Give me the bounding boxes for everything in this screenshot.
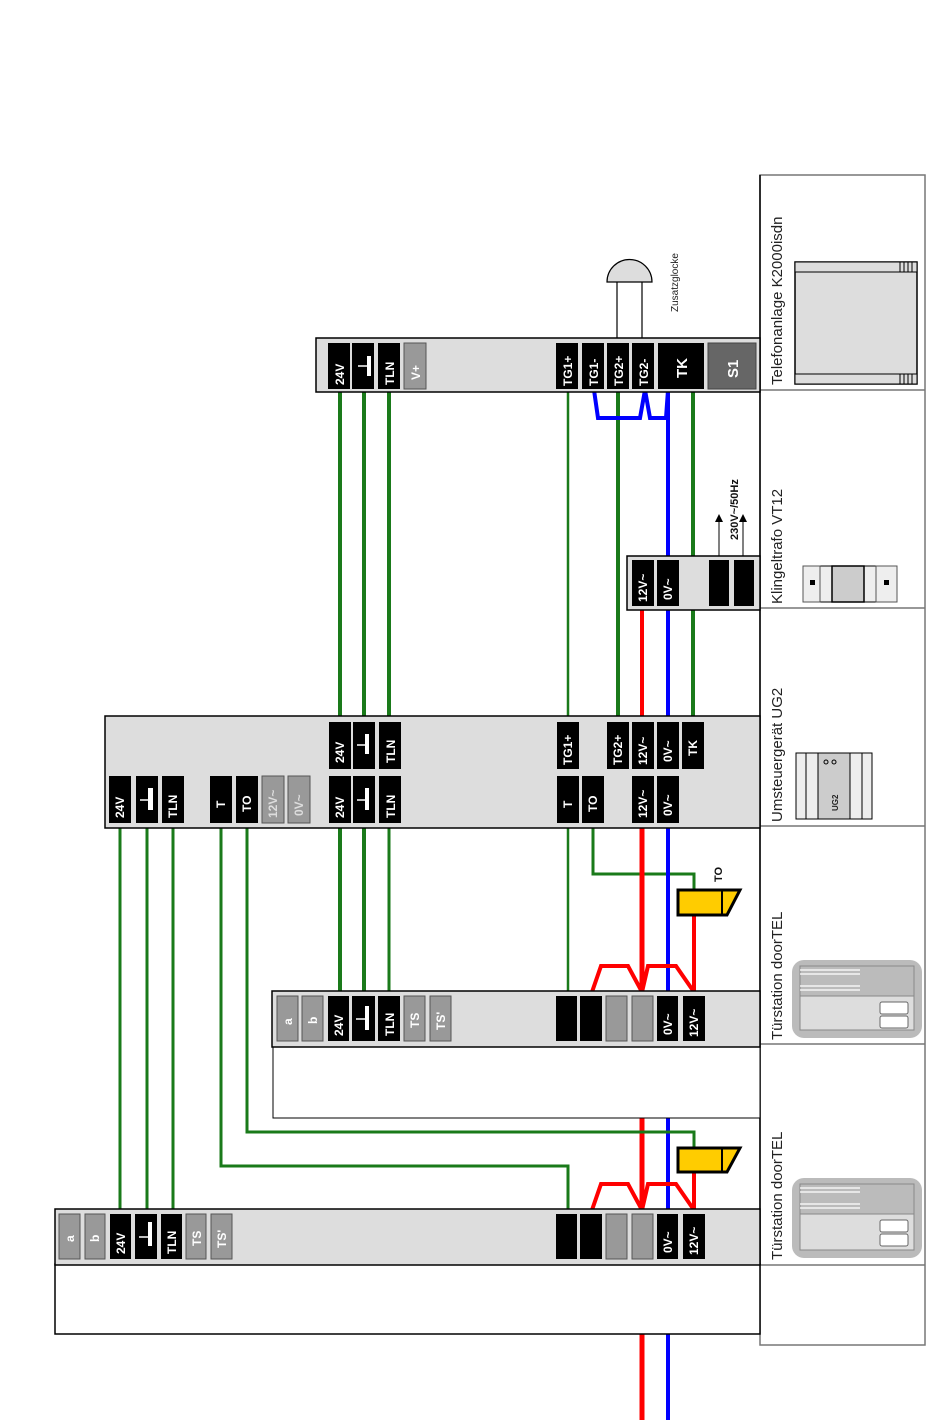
- ug2-bottom-24v-b: 24V: [333, 797, 347, 818]
- door1-terminal-b: b: [306, 1017, 320, 1024]
- doortel-device-icon: [792, 1178, 922, 1258]
- ug2-top-24v: 24V: [333, 742, 347, 763]
- k2000-terminal-strip: 24V TLN V+ TG1+ TG1- TG2+ TG2- TK S1: [315, 337, 761, 393]
- k2000-terminal-s1: S1: [725, 360, 742, 378]
- k2000-terminal-24v: 24V: [333, 364, 347, 385]
- door1-terminal-ts: TS: [408, 1013, 422, 1028]
- door2-terminal-a: a: [63, 1235, 77, 1242]
- ug2-terminal-block: 24V TLN TG1+ TG2+ 12V~ 0V~ TK 24V TLN T …: [104, 715, 761, 829]
- door-station-2-block: a b 24V TLN TS TS' 0V~ 12V~: [54, 1208, 761, 1335]
- door1-terminal-12v: 12V~: [687, 1009, 701, 1037]
- device-title-vt12: Klingeltrafo VT12: [769, 489, 786, 604]
- ug2-top-tg2p: TG2+: [611, 735, 625, 765]
- door-opener-icon: [676, 1146, 743, 1174]
- vt12-terminal-0v: 0V~: [661, 578, 675, 600]
- k2000-device-icon: [794, 261, 918, 385]
- k2000-terminal-tg2p: TG2+: [612, 356, 626, 386]
- door1-terminal-24v: 24V: [332, 1015, 346, 1036]
- door1-terminal-0v: 0V~: [661, 1013, 675, 1035]
- ug2-bottom-12v-a: 12V~: [266, 790, 280, 818]
- ug2-top-tg1p: TG1+: [561, 735, 575, 765]
- vt12-terminal-12v: 12V~: [636, 574, 650, 602]
- k2000-terminal-tk: TK: [674, 358, 691, 378]
- door-station-1-block: a b 24V TLN TS TS' 0V~ 12V~: [271, 990, 761, 1119]
- k2000-terminal-tg2m: TG2-: [637, 359, 651, 386]
- device-title-tuerstation-2: Türstation doorTEL: [769, 1132, 786, 1260]
- opener-label: TO: [713, 866, 725, 882]
- device-title-ug2: Umsteuergerät UG2: [769, 688, 786, 822]
- door2-terminal-12v: 12V~: [687, 1227, 701, 1255]
- door1-terminal-ts2: TS': [434, 1012, 448, 1030]
- ug2-bottom-24v-a: 24V: [113, 797, 127, 818]
- bell-icon: [606, 258, 653, 283]
- k2000-terminal-vplus: V+: [409, 365, 423, 380]
- ug2-bottom-t-b: T: [561, 800, 575, 808]
- ug2-bottom-12v-b: 12V~: [636, 790, 650, 818]
- ug2-bottom-tln-b: TLN: [384, 795, 398, 818]
- k2000-terminal-tg1p: TG1+: [561, 356, 575, 386]
- ug2-top-12v: 12V~: [636, 737, 650, 765]
- ug2-top-tk: TK: [686, 740, 700, 756]
- door2-terminal-24v: 24V: [114, 1233, 128, 1254]
- vt12-device-icon: [802, 565, 898, 603]
- mains-label: 230V~/50Hz: [729, 479, 741, 540]
- door2-terminal-b: b: [88, 1235, 102, 1242]
- vt12-terminal-strip: 12V~ 0V~: [626, 555, 761, 611]
- k2000-terminal-tln: TLN: [383, 362, 397, 385]
- zusatzglocke-label: Zusatzglocke: [670, 253, 681, 312]
- k2000-terminal-tg1m: TG1-: [587, 359, 601, 386]
- ug2-bottom-t-a: T: [214, 800, 228, 808]
- device-title-k2000: Telefonanlage K2000isdn: [769, 217, 786, 385]
- ug2-bottom-tln-a: TLN: [166, 795, 180, 818]
- ug2-icon-badge: UG2: [831, 794, 840, 811]
- ug2-top-tln: TLN: [384, 740, 398, 763]
- doortel-device-icon: [792, 960, 922, 1038]
- device-title-tuerstation-1: Türstation doorTEL: [769, 912, 786, 1040]
- ug2-top-0v: 0V~: [661, 740, 675, 762]
- wire-bell-bridge: [592, 389, 670, 420]
- door2-terminal-tln: TLN: [165, 1231, 179, 1254]
- door-opener-icon: [676, 888, 743, 917]
- ug2-bottom-to-b: TO: [586, 796, 600, 812]
- ug2-bottom-0v-a: 0V~: [292, 794, 306, 816]
- ug2-bottom-to-a: TO: [240, 796, 254, 812]
- door2-terminal-ts2: TS': [215, 1230, 229, 1248]
- door1-terminal-a: a: [281, 1018, 295, 1025]
- door2-terminal-0v: 0V~: [661, 1231, 675, 1253]
- ug2-device-icon: UG2: [795, 752, 873, 820]
- ug2-bottom-0v-b: 0V~: [661, 794, 675, 816]
- door2-terminal-ts: TS: [190, 1231, 204, 1246]
- door1-terminal-tln: TLN: [383, 1013, 397, 1036]
- legend-column: Telefonanlage K2000isdn Klingeltrafo VT1…: [759, 174, 926, 1346]
